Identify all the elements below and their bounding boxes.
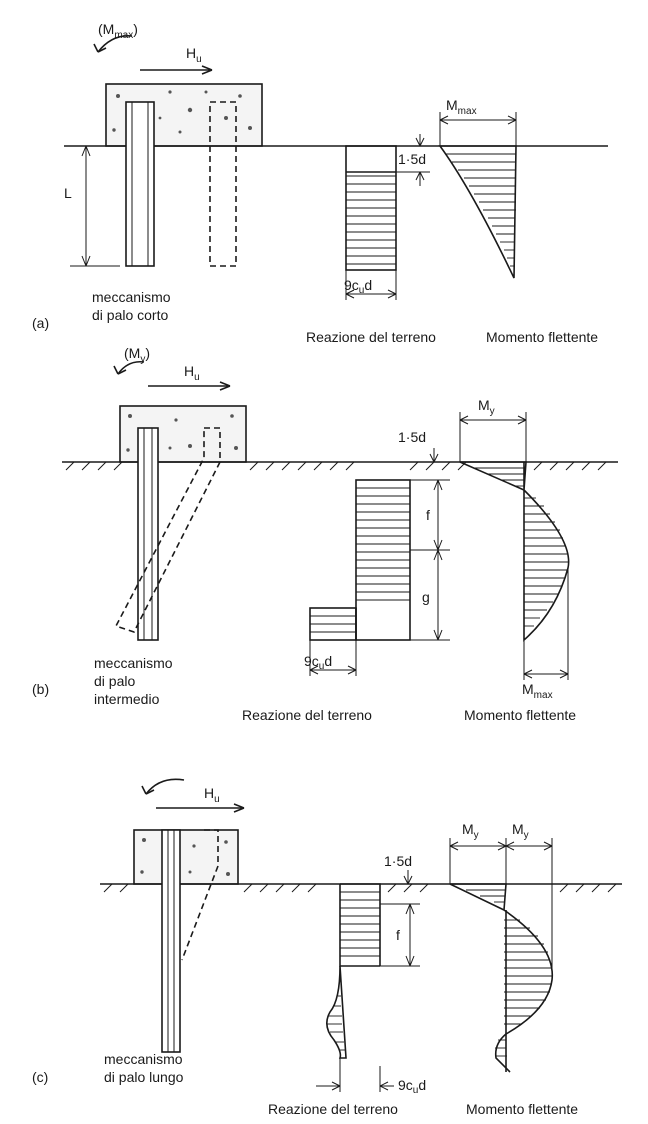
panel-b: (My) Hu <box>32 345 618 723</box>
svg-text:1·5d: 1·5d <box>384 853 412 869</box>
moment-label-close: ) <box>133 21 138 37</box>
length-label: L <box>64 185 72 201</box>
bending-moment-diagram <box>449 883 554 1073</box>
soil-reaction-block <box>309 479 411 641</box>
cap-aggregate <box>126 414 238 452</box>
svg-text:1·5d: 1·5d <box>398 429 426 445</box>
svg-text:meccanismo: meccanismo <box>94 655 173 671</box>
mechanism-caption-line2: di palo corto <box>92 307 168 323</box>
g-label: g <box>422 589 430 605</box>
reaction-width-label: 9c <box>344 277 359 293</box>
moment-arrowhead-icon <box>93 43 107 53</box>
cap-aggregate <box>140 838 230 876</box>
pile <box>137 427 159 641</box>
svg-text:(Mmax): (Mmax) <box>98 21 138 41</box>
depth-label: 1·5d <box>398 151 426 167</box>
bending-moment-diagram <box>438 145 517 279</box>
panel-c: Hu <box>32 778 622 1117</box>
svg-text:Mmax: Mmax <box>446 97 477 117</box>
svg-text:Mmax: Mmax <box>522 681 553 701</box>
cap-aggregate <box>112 90 252 134</box>
moment-arrowhead-icon <box>113 365 127 375</box>
f-label: f <box>426 507 430 523</box>
svg-text:Reazione del terreno: Reazione del terreno <box>268 1101 398 1117</box>
svg-text:9cud: 9cud <box>398 1077 426 1096</box>
soil-reaction-block <box>345 145 397 271</box>
pile <box>125 101 155 267</box>
svg-text:9cud: 9cud <box>304 653 332 672</box>
panel-a: (Mmax) Hu L <box>32 21 608 345</box>
svg-text:(My): (My) <box>124 345 150 365</box>
pile-displaced <box>114 427 221 633</box>
panel-tag: (b) <box>32 681 49 697</box>
panel-tag: (a) <box>32 315 49 331</box>
force-label: H <box>186 45 196 61</box>
moment-arrow-icon <box>97 35 133 53</box>
pile-cap <box>133 829 239 885</box>
svg-text:meccanismo: meccanismo <box>104 1051 183 1067</box>
moment-diagram-label: M <box>446 97 458 113</box>
svg-text:Hu: Hu <box>186 45 202 65</box>
mechanism-caption-line1: meccanismo <box>92 289 171 305</box>
soil-reaction-block <box>326 883 381 1059</box>
svg-text:Momento flettente: Momento flettente <box>466 1101 578 1117</box>
svg-text:f: f <box>396 927 400 943</box>
svg-text:My: My <box>462 821 479 841</box>
force-arrowhead-icon <box>201 65 213 75</box>
panel-tag: (c) <box>32 1069 48 1085</box>
svg-text:di palo: di palo <box>94 673 135 689</box>
svg-text:My: My <box>512 821 529 841</box>
svg-text:Hu: Hu <box>184 363 200 383</box>
moment-caption: Momento flettente <box>486 329 598 345</box>
moment-arrow-icon <box>117 360 145 375</box>
svg-text:intermedio: intermedio <box>94 691 160 707</box>
ground-hatching <box>65 461 607 471</box>
pile-displaced <box>209 101 237 267</box>
svg-text:9cud: 9cud <box>344 277 372 296</box>
svg-text:Reazione del terreno: Reazione del terreno <box>242 707 372 723</box>
svg-text:Hu: Hu <box>204 785 220 805</box>
svg-text:My: My <box>478 397 495 417</box>
ground-hatching <box>103 883 617 893</box>
moment-label-sub: max <box>114 30 133 41</box>
svg-text:Momento flettente: Momento flettente <box>464 707 576 723</box>
reaction-caption: Reazione del terreno <box>306 329 436 345</box>
bending-moment-diagram <box>459 461 570 642</box>
svg-text:di palo lungo: di palo lungo <box>104 1069 184 1085</box>
pile-bent <box>181 829 219 961</box>
pile <box>161 829 181 1053</box>
moment-label: (M <box>98 21 114 37</box>
force-label-sub: u <box>196 54 202 65</box>
moment-arrow-icon <box>145 778 185 795</box>
